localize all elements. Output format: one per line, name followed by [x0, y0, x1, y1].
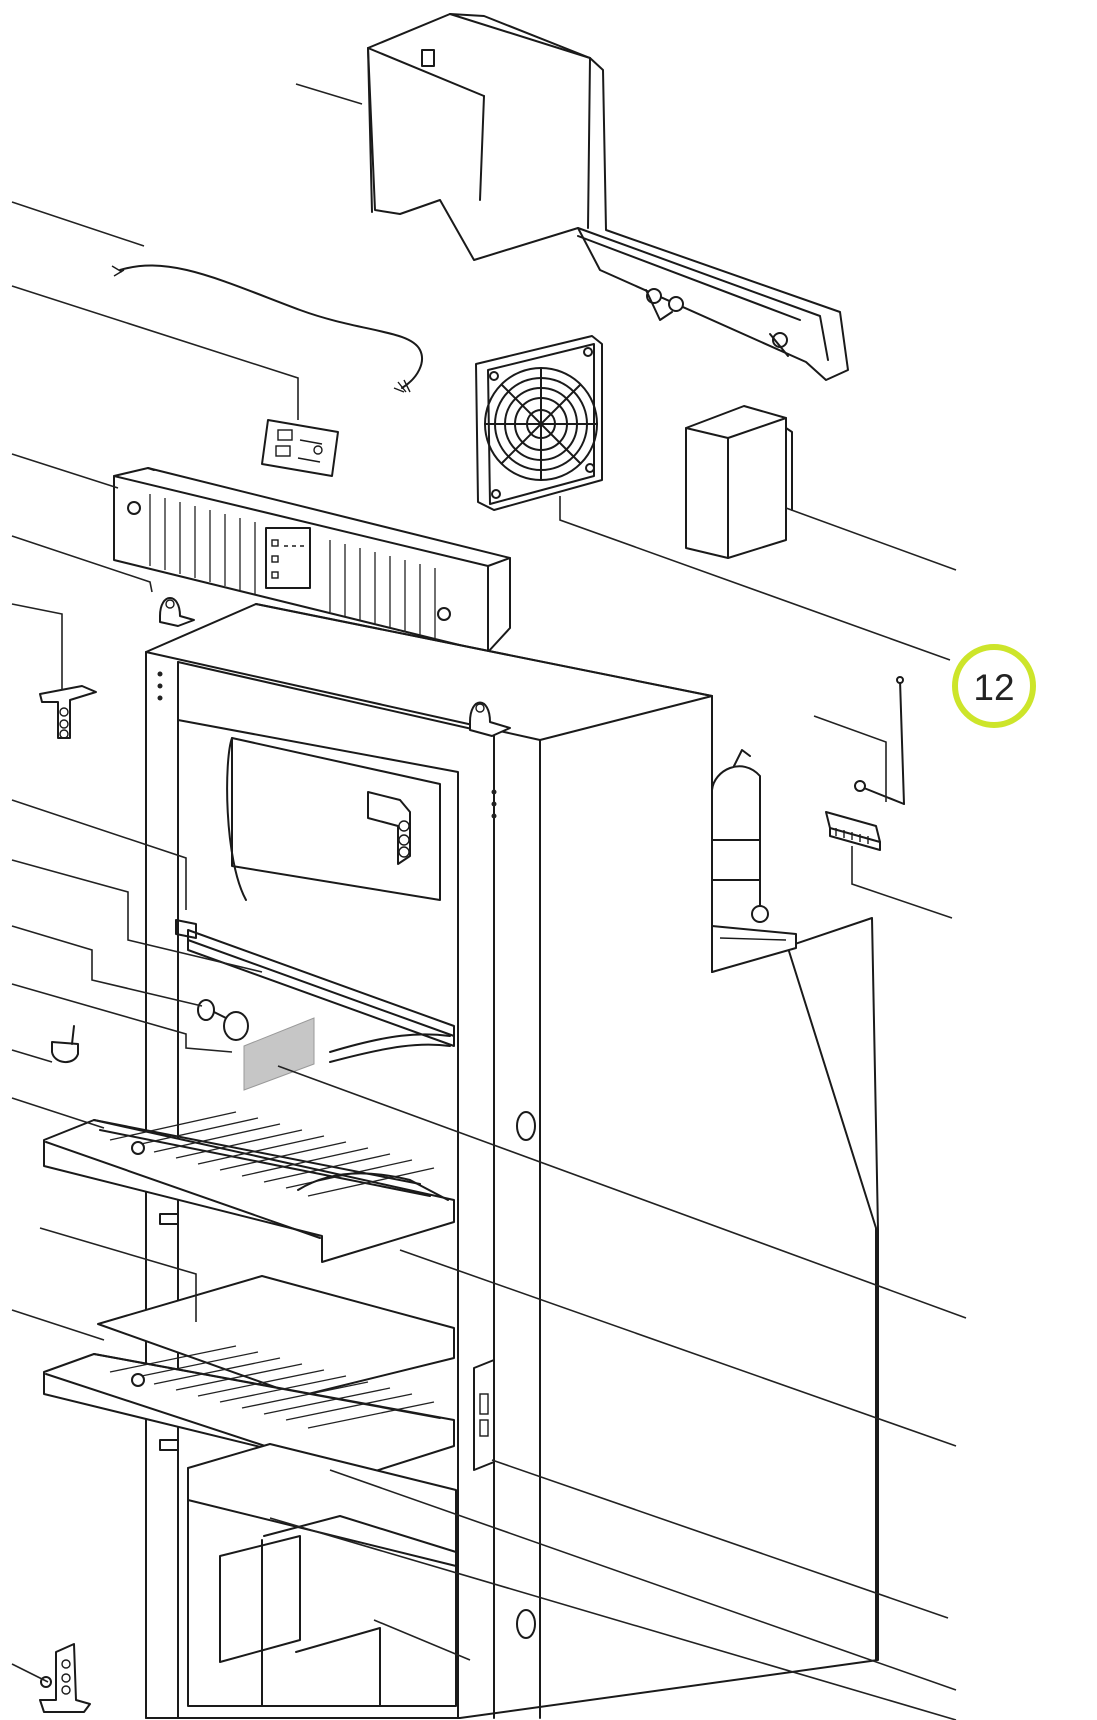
- shelf-divider-plate-icon[interactable]: [97, 1275, 455, 1397]
- power-cable-icon[interactable]: [111, 264, 423, 393]
- upper-wire-shelf-icon[interactable]: [43, 1111, 455, 1263]
- callout-12-label: 12: [973, 667, 1014, 708]
- ventilation-grille-icon[interactable]: [113, 467, 511, 653]
- hinge-bracket-bottom-icon[interactable]: [39, 1643, 91, 1713]
- sensor-probe-icon[interactable]: [854, 676, 905, 805]
- leader-lines: [11, 83, 967, 1720]
- door-hinge-bracket-icon[interactable]: [367, 791, 411, 865]
- drain-cup-icon[interactable]: [51, 1025, 79, 1063]
- crisper-drawer-icon[interactable]: [187, 1443, 457, 1707]
- hinge-bracket-left-icon[interactable]: [39, 685, 97, 739]
- adjustment-knob-icon[interactable]: [197, 999, 249, 1041]
- gray-label-plate-icon[interactable]: [243, 1017, 315, 1091]
- lower-wire-shelf-icon[interactable]: [43, 1345, 455, 1489]
- electronics-box-icon[interactable]: [685, 405, 793, 559]
- control-board-icon[interactable]: [261, 419, 339, 477]
- wall-bracket-cabinet-top-icon[interactable]: [469, 701, 511, 737]
- top-cover-hood-icon[interactable]: [367, 13, 849, 381]
- terminal-block-icon[interactable]: [825, 811, 881, 851]
- wall-bracket-top-left-icon[interactable]: [159, 597, 195, 627]
- compressor-icon[interactable]: [711, 749, 797, 973]
- cooling-fan-icon[interactable]: [475, 335, 603, 511]
- callout-12[interactable]: 12: [952, 644, 1036, 728]
- shelf-rail-icon[interactable]: [175, 919, 455, 1063]
